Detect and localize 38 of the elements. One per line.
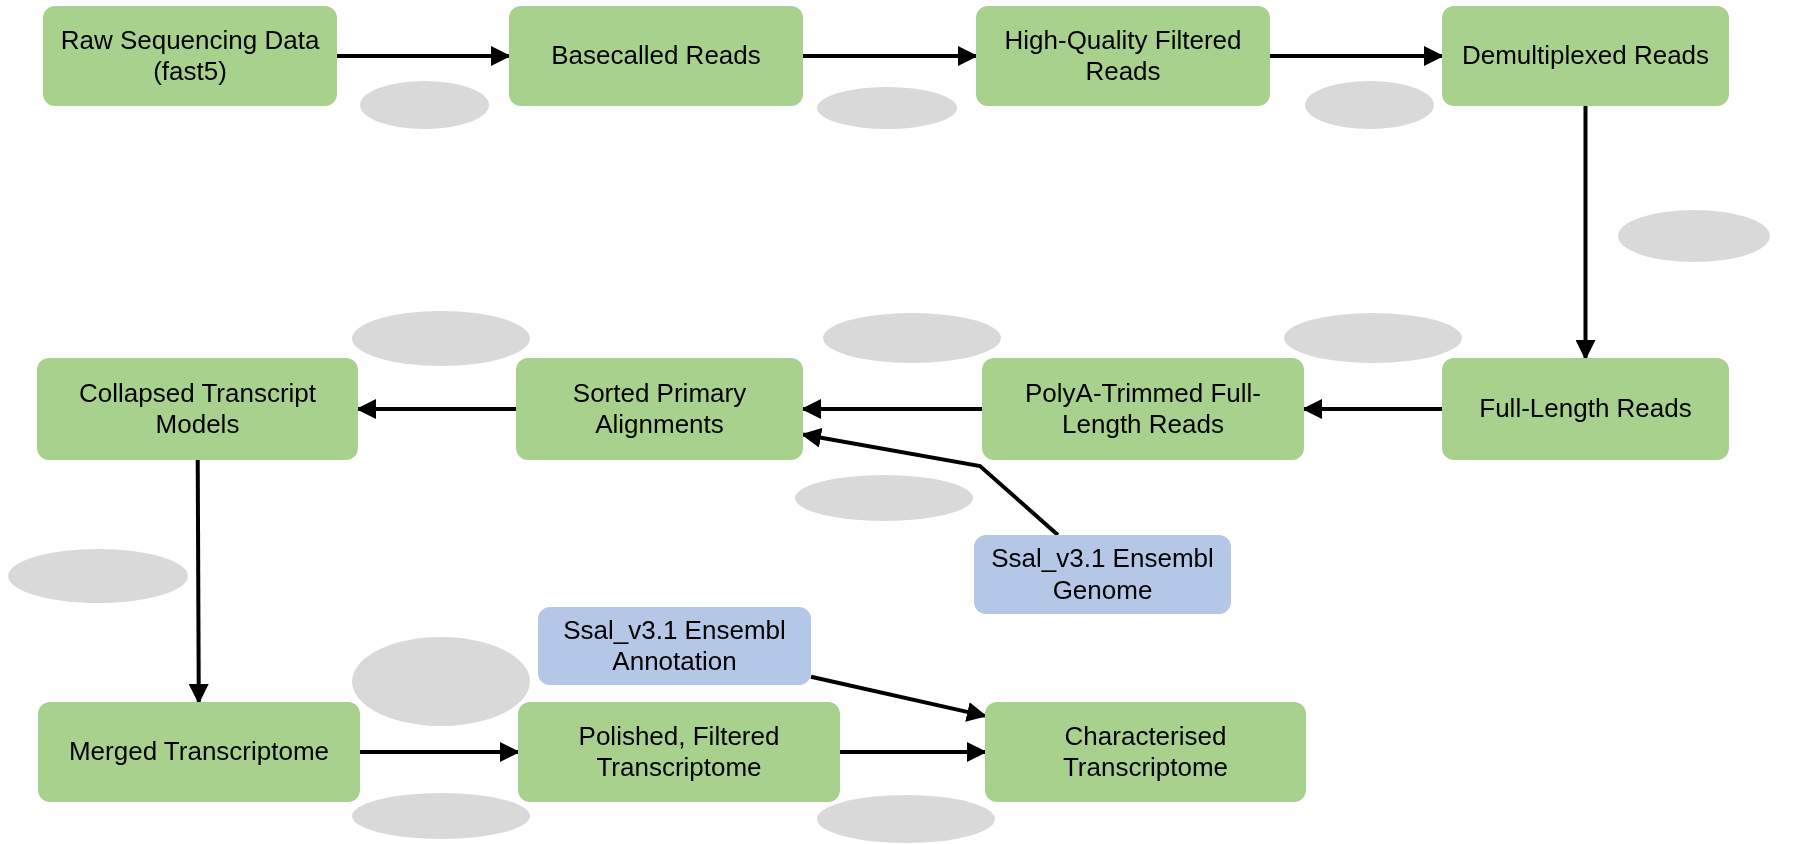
node-label: Full-Length Reads — [1479, 393, 1692, 425]
arrow — [356, 399, 516, 419]
arrow — [810, 674, 987, 722]
arrow — [1270, 46, 1444, 66]
node-label: Ssal_v3.1 Ensembl Annotation — [562, 614, 787, 678]
arrow — [188, 460, 209, 704]
node-label: Merged Transcriptome — [68, 736, 330, 768]
process-box — [43, 6, 337, 106]
node-label: Characterised Transcriptome — [1061, 720, 1230, 784]
arrow — [840, 742, 987, 762]
process-box — [985, 702, 1306, 802]
arrow — [801, 427, 1060, 537]
process-box — [982, 358, 1304, 460]
arrow — [803, 46, 978, 66]
node-label: Demultiplexed Reads — [1461, 40, 1710, 72]
node-label: Collapsed Transcript Models — [78, 377, 317, 441]
process-box — [976, 6, 1270, 106]
process-box — [974, 535, 1231, 614]
process-box — [1442, 6, 1729, 106]
node-label: Polished, Filtered Transcriptome — [577, 720, 781, 784]
node-label: Basecalled Reads — [551, 40, 761, 72]
node-label: High-Quality Filtered Reads — [1003, 24, 1243, 88]
arrow — [337, 46, 511, 66]
node-label: Ssal_v3.1 Ensembl Genome — [990, 543, 1215, 606]
process-box — [518, 702, 840, 802]
process-box — [509, 6, 803, 106]
process-box — [538, 607, 811, 685]
process-box — [1442, 358, 1729, 460]
arrow — [801, 399, 982, 419]
process-box — [38, 702, 360, 802]
node-label: PolyA-Trimmed Full-Length Reads — [1024, 377, 1262, 441]
arrow — [360, 742, 520, 762]
arrow — [1575, 106, 1596, 360]
node-label: Sorted Primary Alignments — [571, 377, 748, 441]
arrow — [1302, 399, 1442, 419]
process-box — [37, 358, 358, 460]
process-box — [516, 358, 803, 460]
node-label: Raw Sequencing Data (fast5) — [59, 24, 321, 88]
